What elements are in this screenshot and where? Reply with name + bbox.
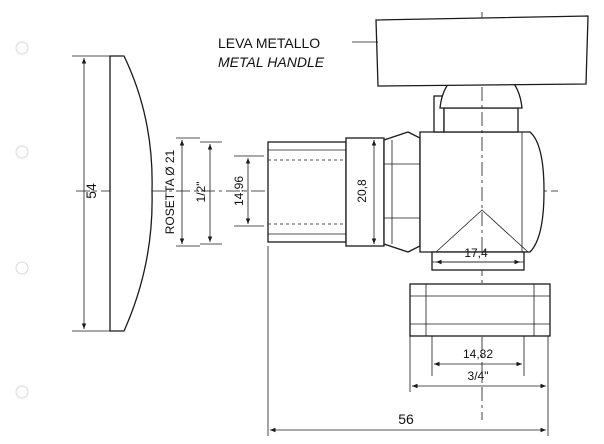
dimension-label-17-4: 17,4 xyxy=(464,246,488,260)
dimension-thread-inlet: 1/2" xyxy=(194,141,222,245)
hex-nut xyxy=(383,131,421,253)
handle-label-italian: LEVA METALLO xyxy=(218,35,320,51)
dimension-label-14-82: 14,82 xyxy=(463,347,493,361)
dimension-overall-length: 56 xyxy=(270,411,546,433)
dimension-thread-inlet-diameter: 14,96 xyxy=(232,155,264,227)
dimension-label-54: 54 xyxy=(83,183,99,199)
dimension-thread-outlet: 3/4" xyxy=(412,369,546,389)
metal-handle: LEVA METALLO METAL HANDLE xyxy=(218,15,589,87)
dimension-rosette-height: 54 xyxy=(81,58,99,329)
dimension-label-three-quarter-inch: 3/4" xyxy=(468,369,489,383)
dimension-label-56: 56 xyxy=(398,411,414,427)
watermark-marks xyxy=(15,41,29,399)
dimension-label-20-8: 20,8 xyxy=(355,179,369,203)
dimension-body-hex: 20,8 xyxy=(355,140,377,244)
outlet-nut xyxy=(409,283,551,436)
rosette-label: ROSETTA Ø 21 xyxy=(163,149,177,234)
handle-label-english: METAL HANDLE xyxy=(218,54,325,70)
dimension-label-half-inch: 1/2" xyxy=(194,182,208,203)
body-collar xyxy=(345,137,385,247)
dimension-rosette-diameter: ROSETTA Ø 21 xyxy=(163,137,200,247)
dimension-label-14-96: 14,96 xyxy=(232,176,246,206)
dimension-outlet-diameter: 14,82 xyxy=(434,347,522,367)
rosette-profile xyxy=(72,55,153,332)
inlet-nipple xyxy=(267,141,347,436)
dimension-outlet-width: 17,4 xyxy=(436,246,520,265)
